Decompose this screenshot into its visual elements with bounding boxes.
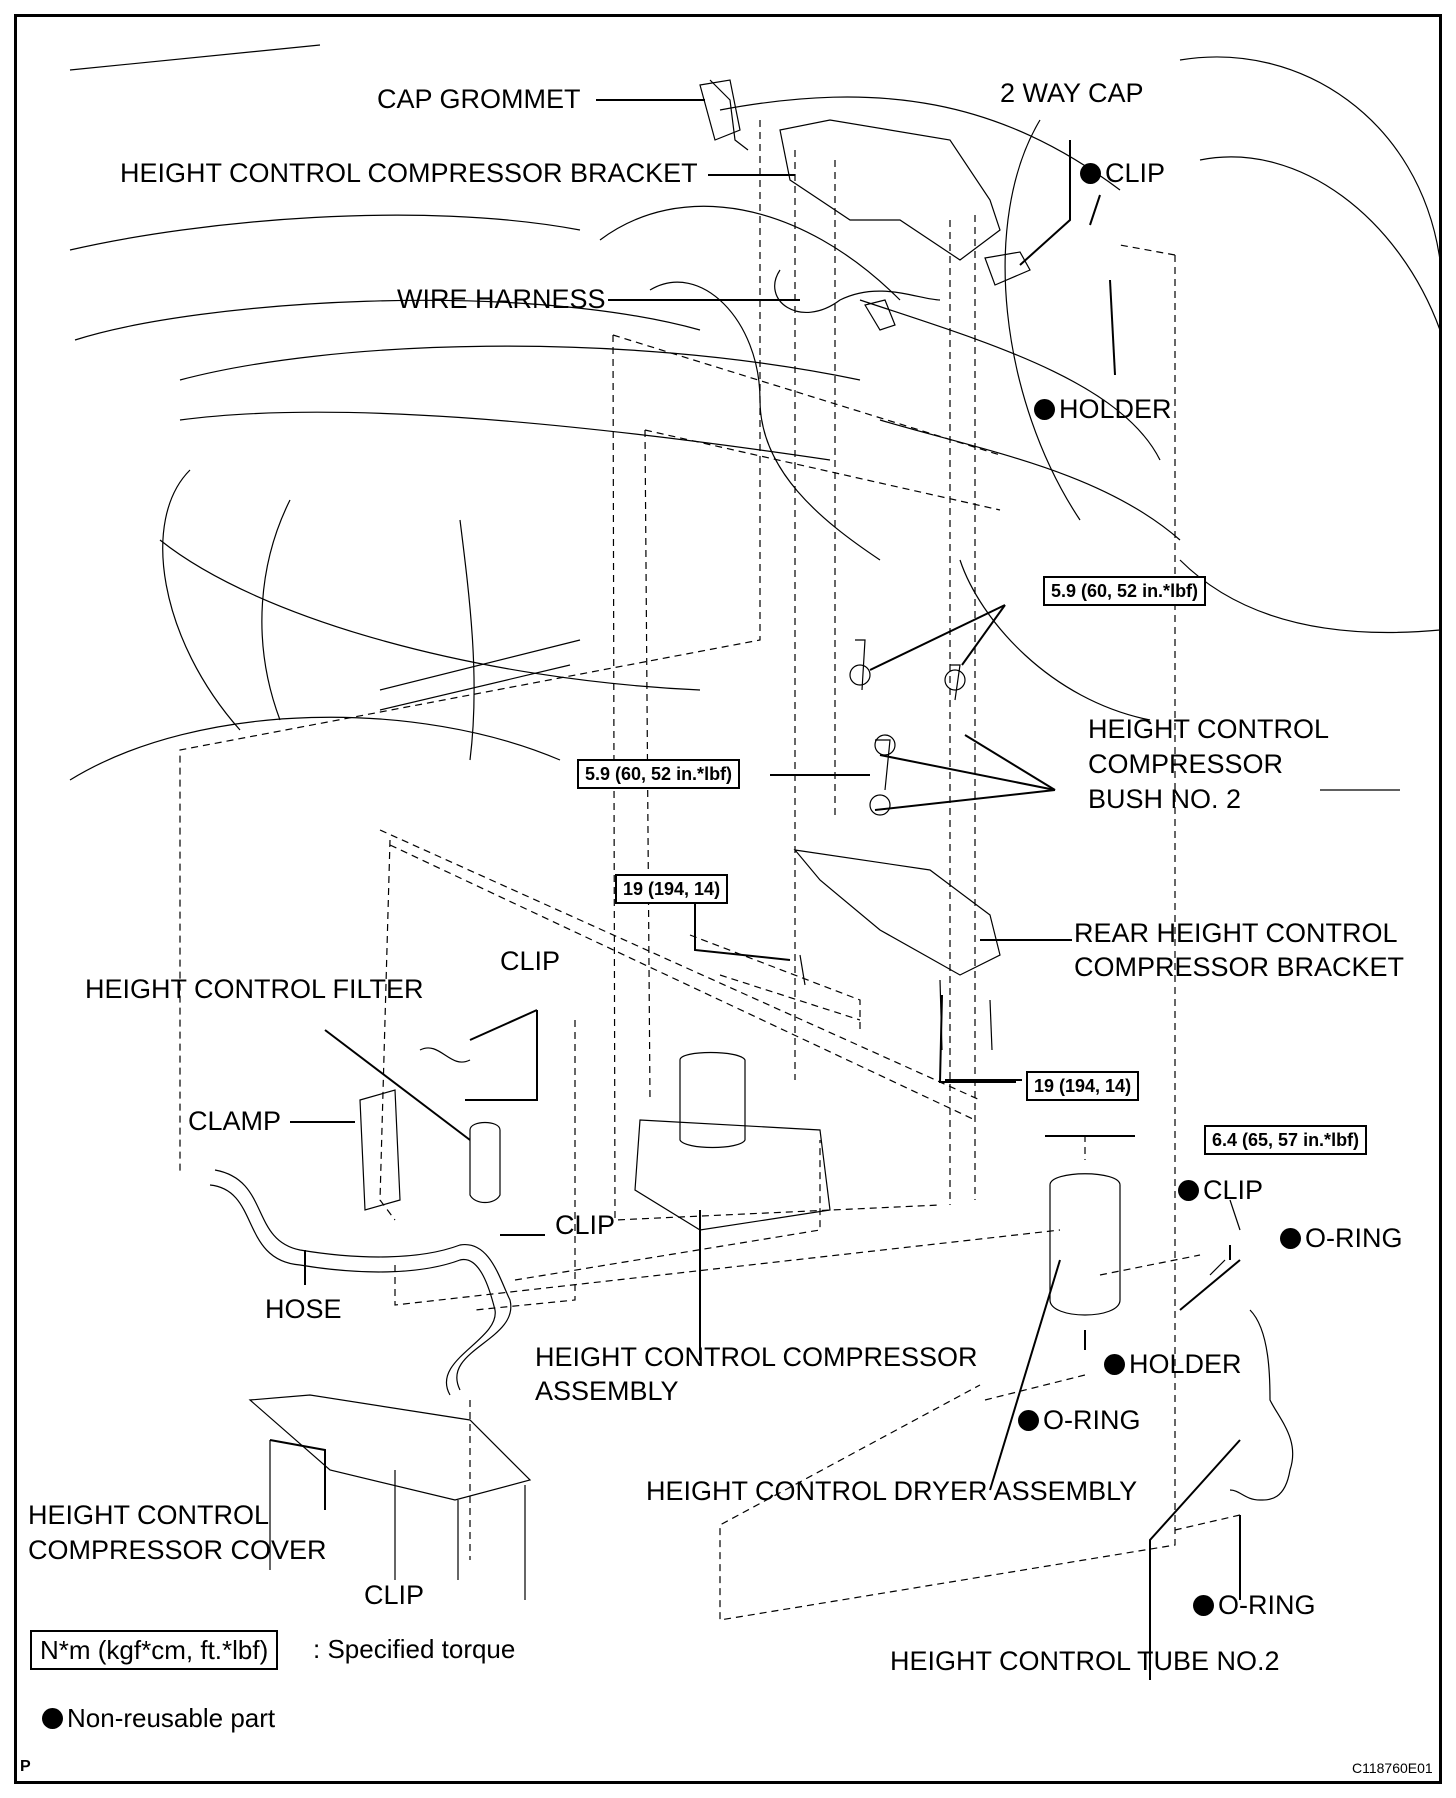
label-clip-top: CLIP — [1080, 160, 1165, 187]
legend-nonreusable: Non-reusable part — [42, 1705, 275, 1731]
label-cap-grommet: CAP GROMMET — [377, 84, 581, 114]
label-wire-harness: WIRE HARNESS — [397, 284, 606, 314]
label-hose: HOSE — [265, 1294, 342, 1324]
legend-torque-text: : Specified torque — [313, 1634, 516, 1664]
label-oring-dryer-bottom: O-RING — [1018, 1407, 1141, 1434]
label-bush-line2: COMPRESSOR — [1088, 749, 1284, 779]
label-cover-line1: HEIGHT CONTROL — [28, 1500, 270, 1530]
label-bush-line1: HEIGHT CONTROL — [1088, 714, 1330, 744]
label-holder-top: HOLDER — [1034, 396, 1172, 423]
legend-torque-unit: N*m (kgf*cm, ft.*lbf) — [30, 1630, 279, 1670]
label-clip-cover: CLIP — [364, 1580, 425, 1610]
label-oring-tube: O-RING — [1193, 1592, 1316, 1619]
label-cover-line2: COMPRESSOR COVER — [28, 1535, 327, 1565]
label-compressor-line1: HEIGHT CONTROL COMPRESSOR — [535, 1342, 978, 1372]
torque-bush-lower: 5.9 (60, 52 in.*lbf) — [577, 759, 741, 789]
label-tube: HEIGHT CONTROL TUBE NO.2 — [890, 1646, 1280, 1676]
torque-bracket-right: 19 (194, 14) — [1026, 1071, 1140, 1101]
label-dryer: HEIGHT CONTROL DRYER ASSEMBLY — [646, 1476, 1138, 1506]
label-holder-dryer: HOLDER — [1104, 1351, 1242, 1378]
label-2-way-cap: 2 WAY CAP — [1000, 78, 1144, 108]
label-rear-bracket-line1: REAR HEIGHT CONTROL — [1074, 918, 1398, 948]
figure-code: C118760E01 — [1352, 1760, 1433, 1776]
label-clamp: CLAMP — [188, 1106, 282, 1136]
label-oring-dryer-right: O-RING — [1280, 1225, 1403, 1252]
torque-bush-upper: 5.9 (60, 52 in.*lbf) — [1043, 576, 1207, 606]
label-clip-dryer: CLIP — [1178, 1177, 1263, 1204]
torque-dryer: 6.4 (65, 57 in.*lbf) — [1204, 1125, 1368, 1155]
label-filter: HEIGHT CONTROL FILTER — [85, 974, 424, 1004]
label-rear-bracket-line2: COMPRESSOR BRACKET — [1074, 952, 1405, 982]
label-compressor-line2: ASSEMBLY — [535, 1376, 679, 1406]
label-clip-hose: CLIP — [555, 1210, 616, 1240]
corner-mark: P — [20, 1758, 31, 1775]
label-compressor-bracket: HEIGHT CONTROL COMPRESSOR BRACKET — [120, 158, 698, 188]
label-clip-filter: CLIP — [500, 946, 561, 976]
label-bush-line3: BUSH NO. 2 — [1088, 784, 1242, 814]
torque-bracket-left: 19 (194, 14) — [615, 874, 729, 904]
